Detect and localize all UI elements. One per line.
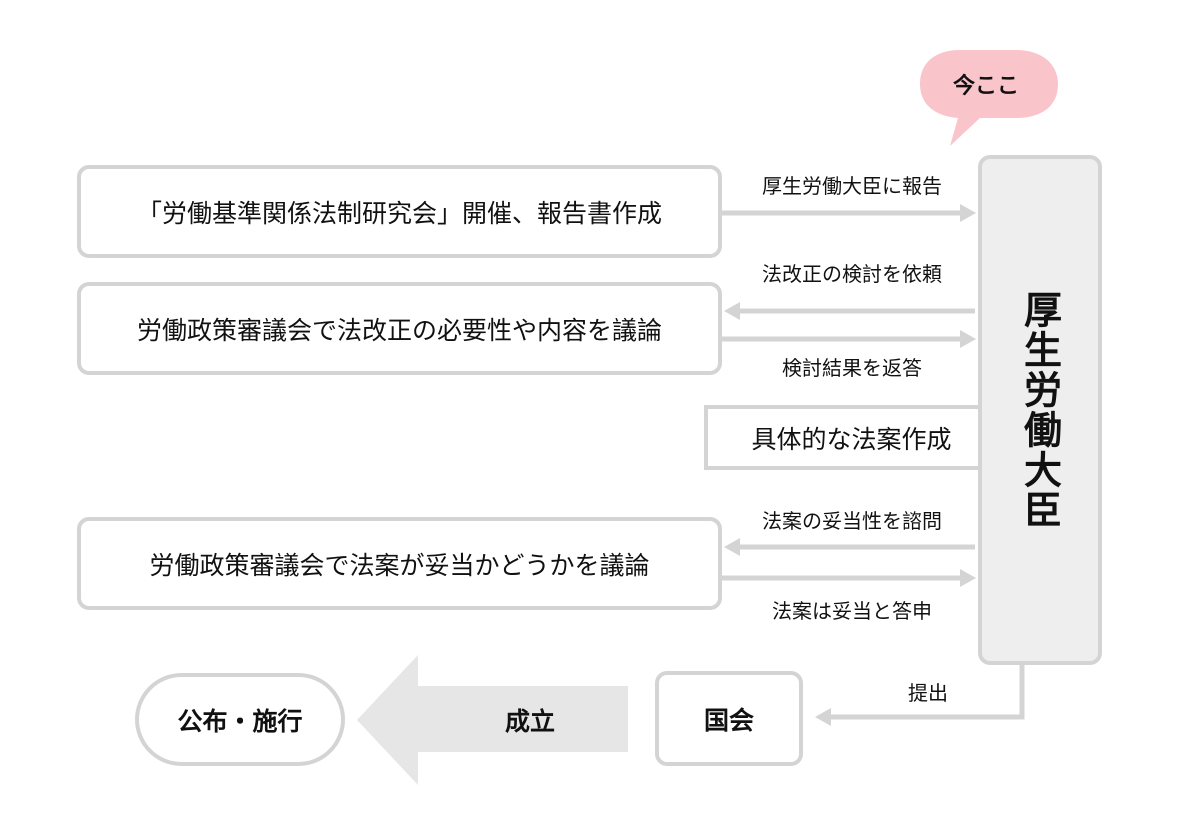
arrow-answer-results [722,330,976,348]
arrow-request-review [724,302,975,320]
arrow-label-report: 厚生労働大臣に報告 [762,174,942,198]
speech-bubble [920,50,1058,146]
step-study-group: 「労働基準関係法制研究会」開催、報告書作成 [77,165,722,258]
current-stage-label: 今ここ [952,74,1019,99]
step-council-bill: 労働政策審議会で法案が妥当かどうかを議論 [77,517,722,610]
arrow-label-request: 法改正の検討を依頼 [762,262,942,286]
minister-label: 厚生労働大臣 [1017,290,1062,530]
arrow-label-answer-results: 検討結果を返答 [782,356,922,380]
arrow-label-answer-valid: 法案は妥当と答申 [772,599,932,623]
step-drafting: 具体的な法案作成 [704,405,999,470]
step-council-revision: 労働政策審議会で法改正の必要性や内容を議論 [77,282,722,375]
arrow-submit [815,665,1025,726]
speech-bubble-shape [920,50,1058,146]
arrow-consult-validity [724,538,975,556]
arrow-label-submit: 提出 [908,681,948,705]
step-enactment-label: 成立 [504,707,555,736]
step-promulgation: 公布・施行 [135,673,345,766]
arrow-answer-valid [722,569,976,587]
step-diet: 国会 [655,671,803,766]
arrow-label-consult: 法案の妥当性を諮問 [762,509,942,533]
minister-box: 厚生労働大臣 [978,155,1102,665]
arrow-report-to-minister [722,204,976,222]
arrow-enactment [357,655,628,785]
